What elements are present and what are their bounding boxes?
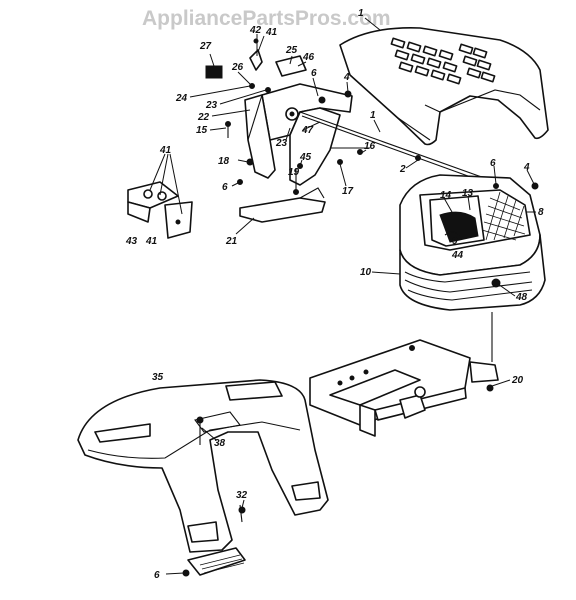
callout-21: 21 — [225, 236, 238, 247]
callout-6-grille: 6 — [490, 158, 496, 169]
part-41-clip — [249, 49, 263, 71]
callout-24: 24 — [175, 93, 188, 104]
callout-1: 1 — [358, 8, 364, 19]
callout-46: 46 — [302, 52, 315, 63]
callout-6-panel: 6 — [222, 182, 228, 193]
part-48-knob — [491, 278, 501, 288]
callout-14: 14 — [440, 190, 452, 201]
part-27-switch — [205, 65, 223, 79]
callout-45: 45 — [299, 152, 312, 163]
callout-6-step: 6 — [154, 570, 160, 581]
part-20-hinge — [469, 361, 499, 383]
callout-25: 25 — [285, 45, 298, 56]
callout-labels: 1 42 41 27 25 46 26 6 4 24 23 22 1 15 23… — [125, 8, 544, 581]
leader-lines — [149, 17, 536, 575]
callout-48: 48 — [515, 292, 528, 303]
callout-20: 20 — [511, 375, 524, 386]
watermark: AppliancePartsPros.com — [142, 7, 391, 30]
callout-23: 23 — [205, 100, 218, 111]
callout-32: 32 — [236, 490, 248, 501]
frame — [309, 312, 499, 437]
callout-17: 17 — [342, 186, 354, 197]
callout-38: 38 — [214, 438, 226, 449]
callout-4: 4 — [343, 72, 350, 83]
callout-23-center: 23 — [275, 138, 288, 149]
callout-26: 26 — [231, 62, 244, 73]
callout-2: 2 — [399, 164, 406, 175]
rear-fender — [77, 379, 329, 553]
step-plate — [182, 547, 246, 577]
callout-42: 42 — [249, 25, 262, 36]
callout-44: 44 — [451, 250, 464, 261]
callout-27: 27 — [199, 41, 212, 52]
callout-4-grille: 4 — [523, 162, 530, 173]
callout-22: 22 — [197, 112, 210, 123]
callout-6: 6 — [311, 68, 317, 79]
callout-9: 9 — [452, 236, 458, 247]
callout-13: 13 — [462, 188, 474, 199]
steering-rod — [299, 111, 491, 185]
callout-43: 43 — [125, 236, 138, 247]
callout-41-bottom: 41 — [145, 236, 158, 247]
callout-15: 15 — [196, 125, 208, 136]
bracket-21 — [239, 187, 326, 223]
switch-assembly — [127, 181, 193, 239]
callout-47: 47 — [301, 125, 314, 136]
callout-18: 18 — [218, 156, 230, 167]
hood-vent-grille — [390, 37, 496, 85]
callout-8: 8 — [538, 207, 544, 218]
callout-41-left: 41 — [159, 145, 172, 156]
callout-10: 10 — [360, 267, 372, 278]
callout-16: 16 — [364, 141, 376, 152]
hood — [339, 27, 549, 146]
callout-35: 35 — [152, 372, 164, 383]
callout-19: 19 — [288, 167, 300, 178]
callout-41: 41 — [265, 27, 278, 38]
callout-1-rod: 1 — [370, 110, 376, 121]
panel-hardware — [205, 38, 539, 195]
